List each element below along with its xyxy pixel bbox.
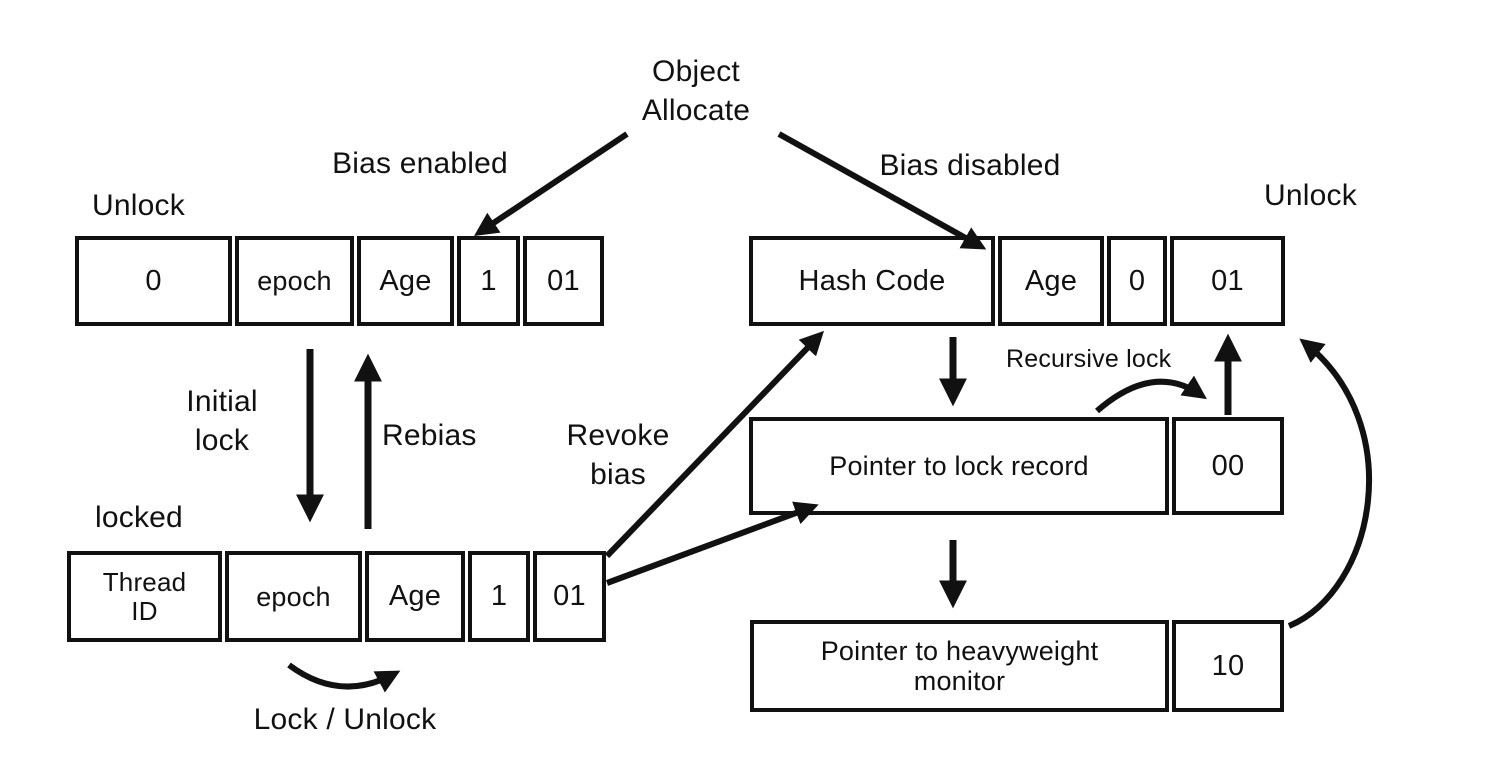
label-revoke-bias: Revoke bias (566, 419, 670, 491)
box-lightweight-locked: Pointer to lock record 00 (749, 417, 1284, 515)
arrow-revoke-bias-lower-icon (605, 501, 819, 586)
cell-lock-record-bits: 00 (1172, 417, 1284, 515)
label-locked: locked (95, 501, 183, 534)
label-object-allocate: Object Allocate (641, 55, 751, 127)
arrow-monitor-unlock-curve-icon (1287, 338, 1372, 629)
cell-locked-age: Age (365, 551, 465, 642)
cell-monitor-pointer: Pointer to heavyweight monitor (750, 620, 1169, 712)
label-bias-disabled: Bias disabled (879, 149, 1061, 182)
cell-biased-unlocked-lock-bits: 01 (523, 236, 604, 326)
cell-biased-unlocked-epoch: epoch (235, 236, 354, 326)
label-rebias: Rebias (382, 419, 477, 452)
cell-biased-unlocked-bias-bit: 1 (457, 236, 520, 326)
cell-unbiased-age: Age (998, 236, 1104, 326)
cell-unbiased-hashcode: Hash Code (749, 236, 995, 326)
cell-locked-epoch: epoch (225, 551, 362, 642)
label-unlock-right: Unlock (1264, 179, 1357, 212)
label-recursive-lock: Recursive lock (1006, 345, 1172, 373)
cell-lock-record-pointer: Pointer to lock record (749, 417, 1169, 515)
arrow-lock-unlock-icon (287, 662, 401, 693)
cell-locked-lock-bits: 01 (533, 551, 606, 642)
cell-unbiased-bias-bit: 0 (1107, 236, 1167, 326)
label-initial-lock: Initial lock (186, 385, 258, 457)
box-heavyweight-locked: Pointer to heavyweight monitor 10 (750, 620, 1284, 712)
label-bias-enabled: Bias enabled (332, 147, 508, 180)
arrow-recursive-lock-icon (1095, 375, 1207, 414)
label-lock-unlock: Lock / Unlock (253, 703, 437, 736)
box-biased-unlocked: 0 epoch Age 1 01 (75, 236, 604, 326)
label-unlock-left: Unlock (92, 189, 185, 222)
cell-unbiased-lock-bits: 01 (1170, 236, 1285, 326)
cell-locked-bias-bit: 1 (468, 551, 530, 642)
box-unbiased-unlocked: Hash Code Age 0 01 (749, 236, 1285, 326)
cell-biased-unlocked-age: Age (357, 236, 454, 326)
box-biased-locked: Thread ID epoch Age 1 01 (67, 551, 606, 642)
cell-locked-thread-id: Thread ID (67, 551, 222, 642)
cell-biased-unlocked-thread: 0 (75, 236, 232, 326)
cell-monitor-bits: 10 (1172, 620, 1284, 712)
